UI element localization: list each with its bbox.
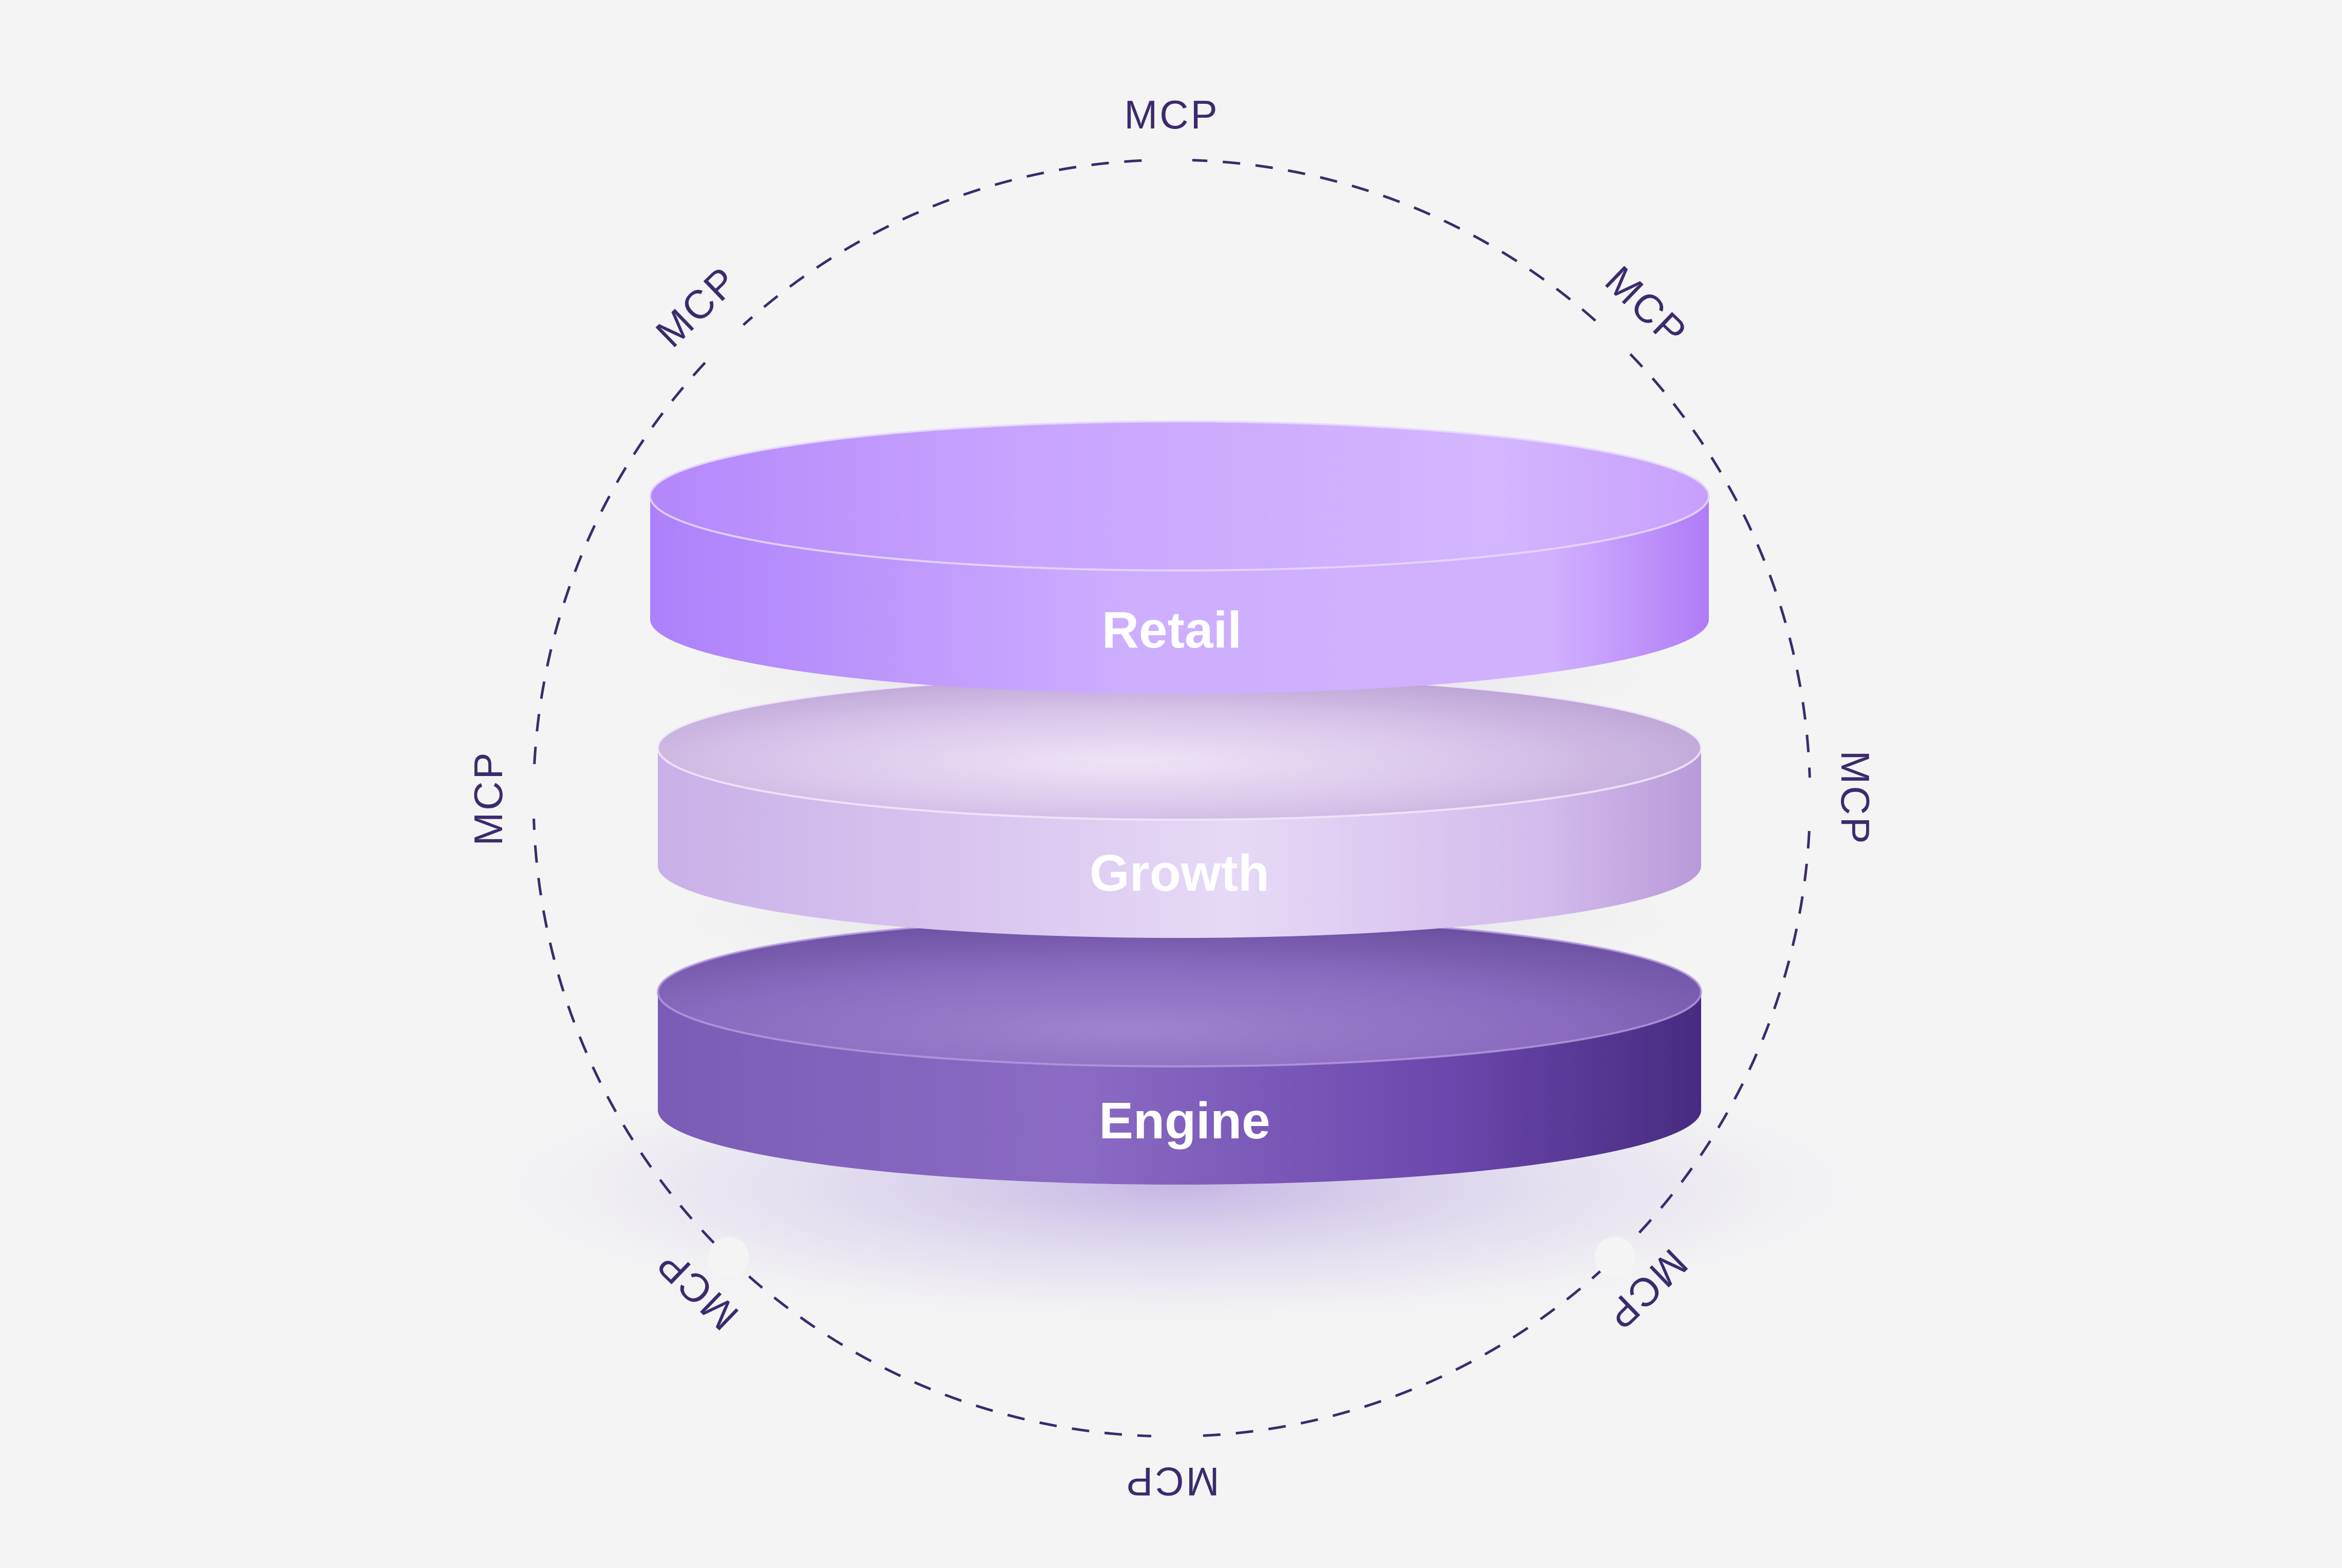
ring-gap-bottom-right [1594,1237,1636,1278]
ring-gap-top [1151,139,1192,180]
ring-gap-right [1790,778,1831,819]
mcp-label-top: MCP [1124,92,1219,137]
mcp-label-bottom: MCP [1124,1459,1219,1504]
growth-layer-label: Growth [1090,844,1269,902]
ring-gap-top-left [708,318,749,360]
mcp-label-right: MCP [1833,750,1878,845]
engine-layer[interactable]: Engine [657,916,1702,1185]
ring-gap-top-right [1594,318,1636,360]
mcp-label-left: MCP [466,750,511,845]
ring-gap-left [513,778,554,819]
retail-layer-top [650,421,1709,570]
growth-layer-top [658,676,1701,820]
growth-layer[interactable]: Growth [657,675,1702,938]
retail-layer[interactable]: Retail [649,420,1710,694]
retail-layer-label: Retail [1102,601,1242,659]
ring-gap-bottom [1151,1416,1192,1457]
ring-gap-bottom-left [708,1237,749,1278]
ring-label-gaps [513,139,1831,1457]
retail-layer-rim [649,420,1710,571]
engine-layer-top [658,917,1701,1066]
engine-layer-label: Engine [1099,1092,1270,1150]
